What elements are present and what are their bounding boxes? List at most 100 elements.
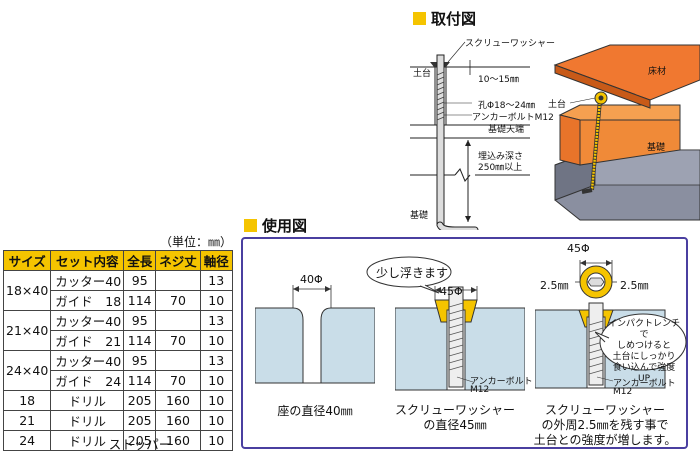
- cell-thread: [155, 270, 201, 291]
- cell-content: カッター40: [50, 310, 125, 331]
- panel-3-bubble-line-1: インパクトレンチで: [607, 319, 680, 340]
- header-thread-length: ネジ丈: [155, 250, 201, 271]
- panel-3-bubble-line-4: 食い込んで強度UP: [612, 363, 676, 384]
- cell-shaft: 10: [199, 370, 233, 391]
- label-screw-washer: スクリューワッシャー: [465, 39, 556, 49]
- cell-size: 24: [2, 430, 52, 451]
- table-row: 24 ドリル 205 160 10: [2, 430, 233, 451]
- cell-size: 18×40: [2, 270, 52, 311]
- cell-shaft: 10: [199, 290, 233, 311]
- cell-length: 205: [123, 410, 157, 431]
- cell-content: ガイド 24: [50, 370, 125, 391]
- cell-size: 24×40: [2, 350, 52, 391]
- cell-content: ドリル: [50, 410, 125, 431]
- install-section-title: 取付図: [413, 8, 476, 29]
- cell-size: 21×40: [2, 310, 52, 351]
- panel-3-bubble-line-3: 土台にしっかり: [612, 352, 676, 362]
- table-row: 21 ドリル 205 160 10: [2, 410, 233, 431]
- cell-thread: 70: [155, 290, 201, 311]
- cell-thread: 160: [155, 410, 201, 431]
- label-yuka: 床材: [648, 67, 667, 77]
- panel-3-caption: スクリューワッシャー の外周2.5㎜を残す事で 土台との強度が増します。: [525, 403, 685, 448]
- cell-thread: [155, 310, 201, 331]
- usage-panel-frame: [241, 237, 688, 449]
- panel-3-caption-line-3: 土台との強度が増します。: [533, 433, 677, 447]
- spec-table: サイズ セット内容 全長 ネジ丈 軸径 18×40 カッター40 95 13 ガ…: [2, 250, 233, 451]
- cell-content: ガイド 18: [50, 290, 125, 311]
- cell-length: 95: [123, 350, 157, 371]
- table-row: 18 ドリル 205 160 10: [2, 390, 233, 411]
- table-row: 18×40 カッター40 95 13: [2, 270, 233, 311]
- cell-content: ドリル: [50, 390, 125, 411]
- cell-content: ガイド 21: [50, 330, 125, 351]
- cell-thread: 70: [155, 330, 201, 351]
- table-row: 21×40 カッター40 95 13: [2, 310, 233, 351]
- panel-2-anchor-label: アンカーボルト: [470, 377, 533, 387]
- panel-3-caption-line-2: の外周2.5㎜を残す事で: [541, 418, 669, 432]
- header-set-contents: セット内容: [50, 250, 125, 271]
- table-row: ガイド 18 114 70 10: [4, 290, 233, 311]
- cell-shaft: 10: [199, 410, 233, 431]
- cell-length: 205: [123, 390, 157, 411]
- label-dodai-3d: 土台: [548, 100, 567, 110]
- panel-3-dimension: 45Φ: [567, 242, 590, 255]
- cell-thread: [155, 350, 201, 371]
- table-row: 24×40 カッター40 95 13: [2, 350, 233, 391]
- cell-length: 114: [123, 330, 157, 351]
- panel-2-caption: スクリューワッシャー の直径45㎜: [385, 403, 525, 433]
- cell-thread: 160: [155, 390, 201, 411]
- label-kiso-top: 基礎天端: [488, 125, 525, 135]
- label-hole: 孔Φ18〜24㎜: [478, 101, 535, 111]
- cell-content: カッター40: [50, 270, 125, 291]
- usage-panel-1-diagram: [255, 285, 375, 384]
- cell-length: 205: [123, 430, 157, 451]
- cell-length: 114: [123, 290, 157, 311]
- panel-2-caption-line-1: スクリューワッシャー: [394, 403, 515, 417]
- usage-title-text: 使用図: [262, 217, 308, 235]
- panel-2-dimension: 45Φ: [440, 285, 463, 298]
- cell-size: 21: [2, 410, 52, 431]
- cell-shaft: 13: [199, 350, 233, 371]
- panel-2-anchor-size: M12: [470, 385, 490, 395]
- unit-label: （単位：㎜）: [160, 235, 233, 249]
- label-kiso: 基礎: [410, 211, 429, 221]
- cell-content: ドリル: [50, 430, 125, 451]
- label-kiso-3d: 基礎: [647, 143, 666, 153]
- table-row: ガイド 24 114 70 10: [4, 370, 233, 391]
- cell-length: 95: [123, 270, 157, 291]
- cell-size: 18: [2, 390, 52, 411]
- header-total-length: 全長: [123, 250, 157, 271]
- panel-1-dimension: 40Φ: [300, 273, 323, 286]
- install-title-text: 取付図: [431, 10, 477, 28]
- cell-content: カッター40: [50, 350, 125, 371]
- panel-3-bubble-text: インパクトレンチで しめつけると 土台にしっかり 食い込んで強度UP: [607, 319, 681, 385]
- panel-3-anchor-label: アンカーボルト: [613, 379, 676, 389]
- cell-length: 114: [123, 370, 157, 391]
- panel-2-caption-line-2: の直径45㎜: [423, 418, 487, 432]
- usage-section-title: 使用図: [244, 215, 307, 236]
- label-depth-value: 250㎜以上: [478, 163, 523, 173]
- header-size: サイズ: [2, 250, 52, 271]
- yellow-square-icon: [413, 12, 426, 25]
- label-dodai: 土台: [413, 69, 432, 79]
- panel-2-bubble-text: 少し浮きます: [376, 266, 449, 280]
- cell-thread: 70: [155, 370, 201, 391]
- panel-3-bubble-line-2: しめつけると: [616, 341, 671, 351]
- label-anchor: アンカーボルトM12: [472, 113, 554, 123]
- cell-shaft: 13: [199, 270, 233, 291]
- cell-shaft: 10: [199, 430, 233, 451]
- label-depth: 埋込み深さ: [478, 152, 524, 162]
- install-3d-illustration: [553, 44, 700, 221]
- header-shaft-diameter: 軸径: [199, 250, 233, 271]
- panel-3-speech-bubble: [595, 313, 687, 371]
- install-cross-section: [410, 41, 530, 230]
- panel-2-speech-bubble: [366, 256, 452, 294]
- table-header-row: サイズ セット内容 全長 ネジ丈 軸径: [2, 250, 233, 271]
- cell-length: 95: [123, 310, 157, 331]
- label-gap: 10〜15㎜: [478, 75, 519, 85]
- panel-3-right-dimension: 2.5㎜: [620, 279, 649, 292]
- cell-shaft: 10: [199, 390, 233, 411]
- panel-3-anchor-size: M12: [613, 387, 633, 397]
- panel-3-caption-line-1: スクリューワッシャー: [544, 403, 665, 417]
- usage-panel-2-diagram: [395, 286, 525, 391]
